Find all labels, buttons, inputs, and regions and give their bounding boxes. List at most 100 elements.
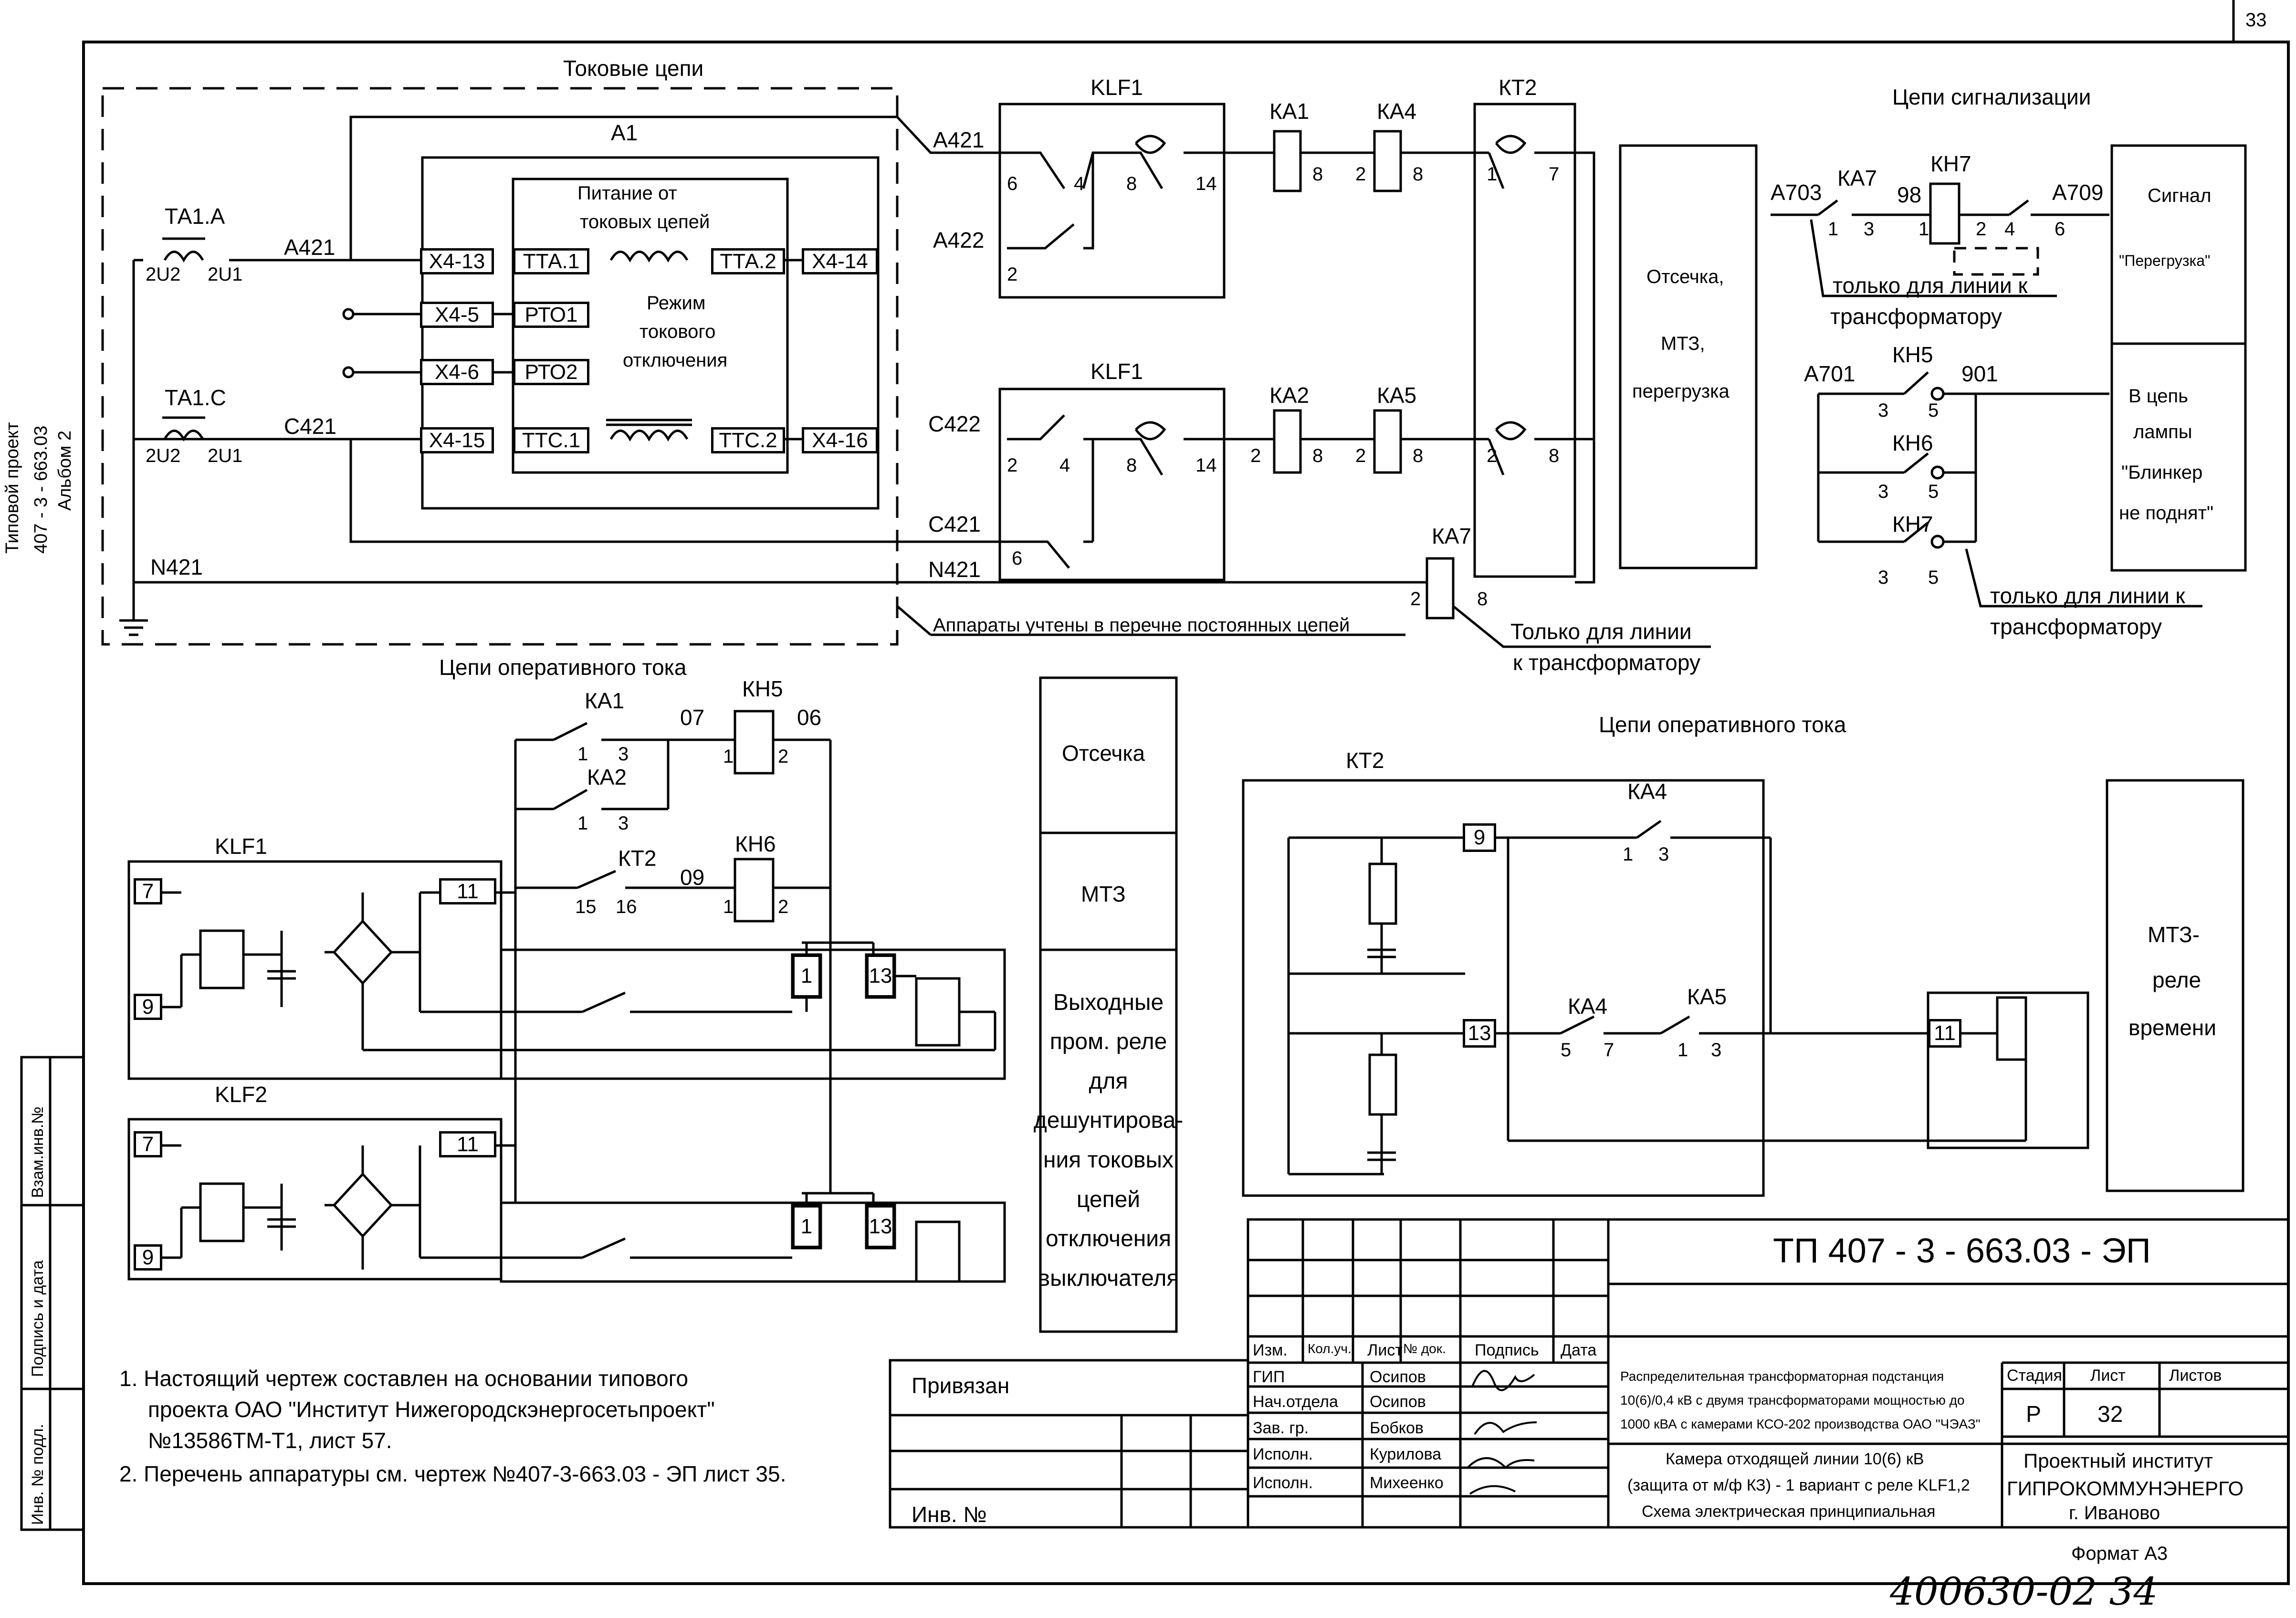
wire-c421-right: С421 [928,512,981,536]
current-circuits-title: Токовые цепи [563,56,704,81]
wire-98: 98 [1897,182,1922,207]
operative-left-title: Цепи оперативного тока [439,655,687,680]
wire-a703: А703 [1771,180,1822,205]
contact-num: 5 [1928,400,1939,421]
tb-role: ГИП [1253,1368,1285,1386]
tb-stage-header: Стадия [2007,1366,2062,1385]
tb-header: Кол.уч. [1308,1341,1352,1356]
contact-num: 14 [1195,173,1217,194]
ct-a-label: ТА1.А [165,204,225,229]
tb-name: Курилова [1370,1445,1442,1463]
contact-num: 7 [1604,1040,1615,1061]
relay-kh5-signal: КН5 [1892,342,1933,367]
contact-num: 3 [1878,400,1889,421]
contact-num: 3 [1878,567,1889,588]
signal-lamp-4: не поднят" [2119,503,2214,524]
klf1-out-13: 13 [866,955,895,998]
terminal-x4-6: Х4-6 [420,359,494,385]
tb-org-line3: г. Иваново [2069,1502,2160,1523]
contact-num: 1 [577,813,588,834]
signal-lamp-2: лампы [2133,421,2192,442]
unit-a1-label: А1 [611,120,638,145]
signal-lamp-1: В цепь [2128,386,2188,407]
relay-ka2-op: КА2 [587,765,627,789]
mode-label-3: отключения [623,350,728,371]
ct-a-terminal-1: 2U2 [146,264,181,285]
terminal-rto1: РТО1 [513,302,589,328]
relay-ka4: КА4 [1377,99,1417,124]
tb-desc1-line2: 10(6)/0,4 кВ с двумя трансформаторами мо… [1620,1393,1965,1408]
contact-num: 8 [1413,164,1424,185]
power-label-2: токовых цепей [580,211,710,232]
contact-num: 3 [618,744,629,765]
wire-a701: А701 [1804,361,1856,386]
block-label-2: МТЗ, [1661,333,1705,354]
tb-stage: Р [2026,1402,2042,1427]
wire-a421-left: А421 [284,235,335,260]
contact-num: 2 [1250,445,1261,466]
contact-num: 4 [1059,455,1070,476]
power-label-1: Питание от [577,183,677,204]
block-label-3: перегрузка [1632,381,1730,402]
wire-07: 07 [680,705,705,730]
tb-org-line2: ГИПРОКОММУНЭНЕРГО [2007,1477,2244,1500]
bound-label: Привязан [912,1373,1010,1398]
note-devices: Аппараты учтены в перечне постоянных цеп… [933,615,1350,636]
contact-num: 8 [1413,445,1424,466]
contact-num: 1 [723,896,734,917]
signal-overload-1: Сигнал [2148,185,2212,206]
contact-num: 2 [1487,445,1498,466]
contact-num: 4 [2004,219,2015,240]
terminal-x4-15: Х4-15 [420,427,494,453]
wire-c421-left: С421 [284,414,336,439]
wire-n421-left: N421 [150,555,203,579]
project-label-3: Альбом 2 [55,430,75,511]
contact-num: 2 [1410,588,1421,609]
signal-note1-line2: трансформатору [1830,304,2002,329]
mode-label-2: токового [640,321,716,342]
klf2-terminal-7: 7 [134,1131,162,1157]
contact-num: 2 [1976,219,1987,240]
relay-ka4-op: КА4 [1627,779,1667,804]
tb-desc2-line3: Схема электрическая принципиальная [1642,1502,1936,1521]
page-number: 33 [2245,10,2267,31]
contact-num: 1 [577,744,588,765]
tb-desc1-line3: 1000 кВА с камерами КСО-202 производства… [1620,1417,1981,1431]
contact-num: 3 [1658,844,1669,865]
format-label: Формат А3 [2071,1543,2168,1564]
wire-09: 09 [680,865,705,890]
tb-sheet: 32 [2097,1402,2123,1427]
contact-num: 8 [1477,588,1488,609]
relay-ka7: КА7 [1432,524,1472,548]
klf2-out-1: 1 [792,1205,821,1248]
klf2-terminal-11: 11 [439,1131,496,1157]
signal-lamp-3: "Блинкер [2121,462,2203,483]
contact-num: 7 [1549,164,1560,185]
inventory-label: Инв. № [912,1502,987,1527]
contact-num: 8 [1312,164,1323,185]
tb-sheet-header: Лист [2090,1366,2126,1385]
tb-role: Зав. гр. [1253,1419,1309,1437]
wire-n421-right: N421 [928,557,981,582]
relay-kh5-op: КН5 [742,676,783,701]
document-code: ТП 407 - 3 - 663.03 - ЭП [1773,1232,2151,1270]
timer-block-3: времени [2128,1015,2216,1040]
timer-block-2: реле [2152,967,2202,992]
terminal-ttc2: ТТС.2 [711,427,785,453]
tb-header: Лист [1367,1341,1403,1359]
tb-role: Исполн. [1253,1445,1313,1463]
relay-kh7-signal: КН7 [1892,512,1933,536]
terminal-ttc1: ТТС.1 [513,427,589,453]
mode-label-1: Режим [647,293,706,314]
tb-name: Осипов [1370,1368,1426,1386]
tb-desc2-line1: Камера отходящей линии 10(6) кВ [1666,1450,1924,1468]
relay-klf1-top: KLF1 [1090,75,1143,100]
relay-klf2-op: KLF2 [215,1082,267,1107]
kt2-terminal-9: 9 [1463,823,1496,852]
contact-num: 5 [1928,481,1939,502]
relay-ka5: КА5 [1377,383,1417,408]
contact-num: 6 [1012,548,1023,569]
relay-ka1: КА1 [1269,99,1310,124]
note-ka7-line1: Только для линии [1510,619,1692,644]
